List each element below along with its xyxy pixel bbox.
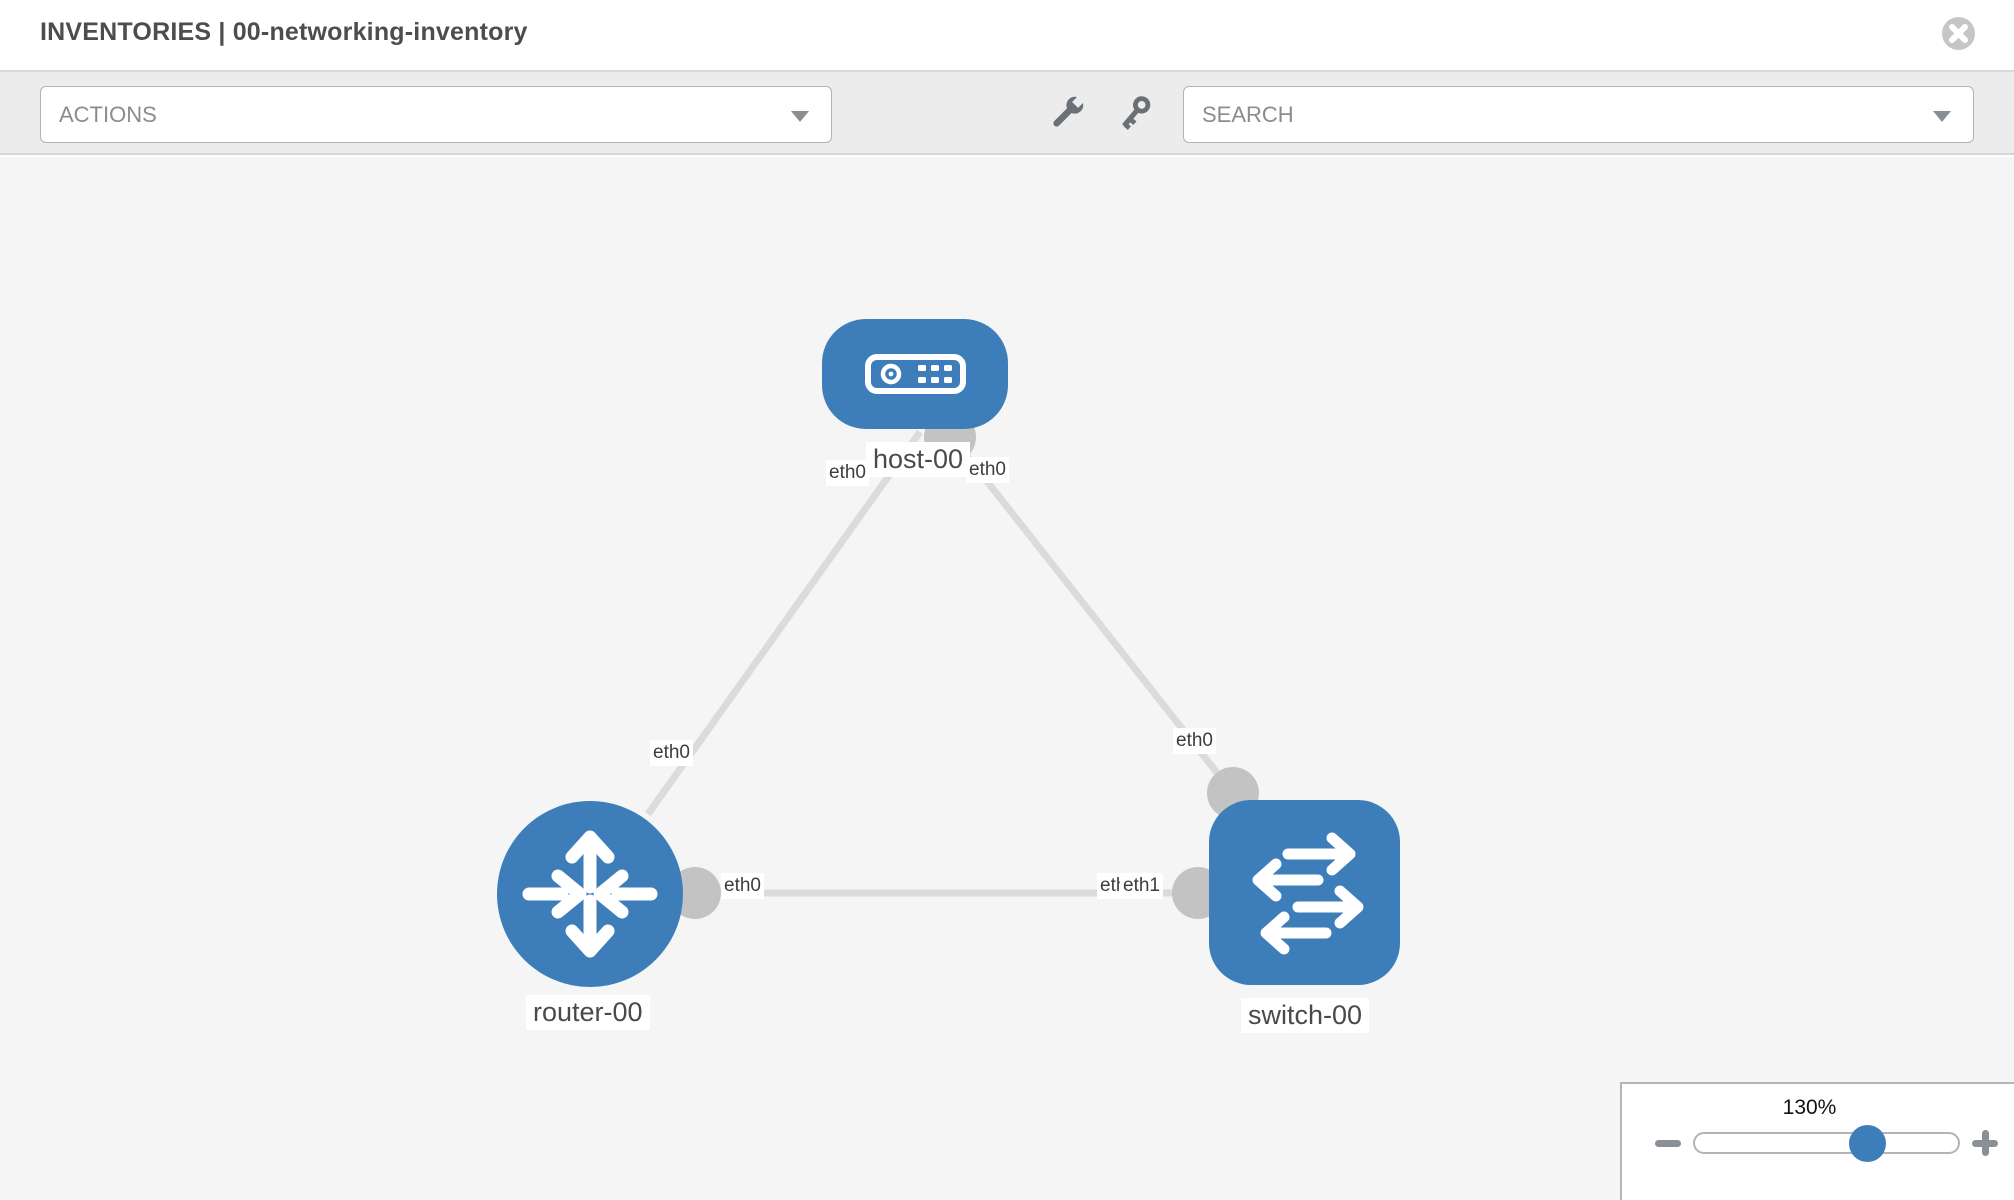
port-label: eth0 [826, 460, 869, 486]
node-host-00[interactable] [822, 319, 1008, 429]
panel-header: INVENTORIES | 00-networking-inventory [0, 0, 2014, 72]
switch-icon [1252, 832, 1364, 955]
close-icon [1942, 17, 1975, 50]
key-icon [1122, 96, 1151, 130]
node-switch-00[interactable] [1209, 800, 1400, 985]
chevron-down-icon [1933, 111, 1951, 122]
wrench-icon [1053, 94, 1086, 127]
node-router-00[interactable] [497, 801, 683, 987]
zoom-out-button[interactable] [1654, 1129, 1682, 1157]
plus-icon [1981, 1130, 1989, 1156]
search-dropdown-label: SEARCH [1202, 102, 1294, 127]
node-label-switch: switch-00 [1241, 998, 1370, 1034]
configure-button[interactable] [1044, 92, 1088, 136]
link-host-router[interactable] [645, 429, 923, 817]
zoom-control-panel: 130% [1620, 1082, 2014, 1200]
port-label: eth1 [1120, 873, 1163, 899]
zoom-slider-track[interactable] [1693, 1125, 1960, 1162]
topology-canvas[interactable]: eth0 host-00 eth0 eth0 eth0 eth0 eth0 et… [0, 157, 2014, 1200]
port-label: eth0 [650, 740, 693, 766]
port-label: eth0 [966, 457, 1009, 483]
router-icon [522, 830, 658, 958]
port-label: eth0 [721, 873, 764, 899]
close-button[interactable] [1941, 16, 1976, 51]
page-title: INVENTORIES | 00-networking-inventory [40, 18, 528, 46]
credentials-button[interactable] [1112, 92, 1156, 136]
actions-dropdown[interactable]: ACTIONS [40, 86, 832, 143]
zoom-slider-thumb[interactable] [1849, 1125, 1886, 1162]
minus-icon [1655, 1140, 1681, 1147]
node-label-host: host-00 [866, 442, 971, 478]
node-label-router: router-00 [526, 995, 650, 1031]
chevron-down-icon [791, 111, 809, 122]
zoom-level-value: 130% [1782, 1096, 1837, 1119]
zoom-in-button[interactable] [1971, 1129, 1999, 1157]
toolbar: ACTIONS SEARCH [0, 72, 2014, 155]
port-label: eth0 [1173, 728, 1216, 754]
search-dropdown[interactable]: SEARCH [1183, 86, 1974, 143]
host-icon [865, 354, 966, 394]
actions-dropdown-label: ACTIONS [59, 102, 157, 127]
